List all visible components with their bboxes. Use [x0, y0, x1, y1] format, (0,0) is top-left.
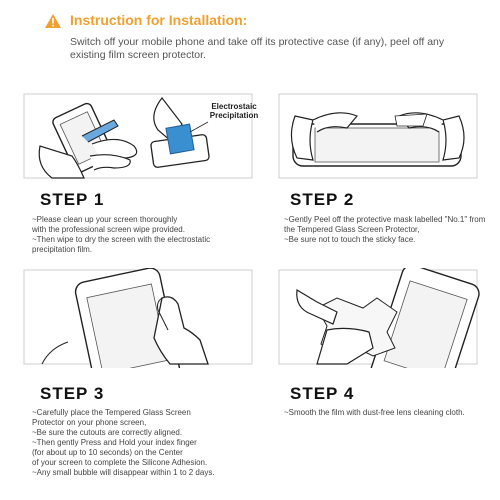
step4-description: ~Smooth the film with dust-free lens cle… — [284, 408, 465, 417]
hand-phone-icon — [38, 102, 138, 179]
annotation-line-2: Precipitation — [209, 111, 259, 120]
step3-illustration — [22, 267, 257, 399]
step4-illustration — [277, 264, 480, 400]
step1-title: STEP 1 — [40, 190, 105, 209]
intro-text: Switch off your mobile phone and take of… — [70, 36, 445, 61]
annotation-electrostatic: Electrostaic Precipitation — [206, 102, 262, 120]
press-phone-icon — [23, 267, 253, 399]
peel-phone-icon — [278, 93, 478, 179]
warning-icon — [45, 14, 61, 28]
step3-description: ~Carefully place the Tempered Glass Scre… — [32, 408, 215, 477]
step3-title: STEP 3 — [40, 384, 105, 403]
step2-title: STEP 2 — [290, 190, 355, 209]
step4-title: STEP 4 — [290, 384, 355, 403]
electrostatic-film-icon — [150, 97, 210, 168]
step1-description: ~Please clean up your screen thoroughly … — [32, 215, 211, 254]
cloth-wipe-icon — [278, 264, 480, 400]
annotation-line-1: Electrostaic — [211, 102, 257, 111]
step2-illustration — [277, 86, 480, 182]
step2-description: ~Gently Peel off the protective mask lab… — [284, 215, 486, 244]
page-title: Instruction for Installation: — [70, 12, 248, 28]
step1-illustration: Electrostaic Precipitation — [22, 86, 258, 182]
